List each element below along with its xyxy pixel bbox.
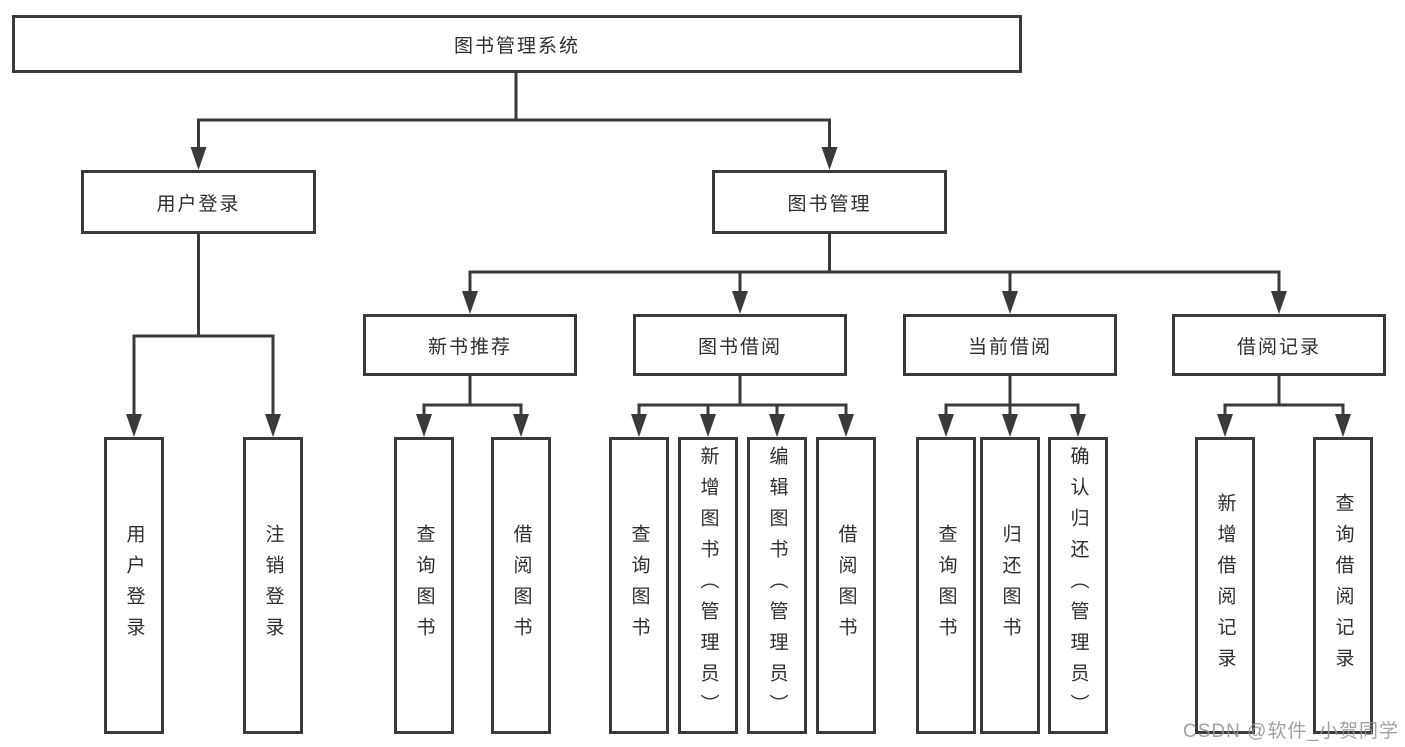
leaf-recommend-borrow-books: 借阅图书 — [491, 437, 551, 734]
leaf-query-borrow-record: 查询借阅记录 — [1313, 437, 1373, 734]
node-system-root: 图书管理系统 — [12, 15, 1022, 73]
node-new-book-recommend: 新书推荐 — [363, 314, 577, 376]
node-user-login: 用户登录 — [81, 170, 316, 234]
leaf-add-books-admin: 新增图书（管理员） — [678, 437, 738, 734]
leaf-confirm-return-admin: 确认归还（管理员） — [1048, 437, 1108, 734]
node-current-borrowing: 当前借阅 — [903, 314, 1117, 376]
leaf-user-login: 用户登录 — [104, 437, 164, 734]
leaf-logout: 注销登录 — [243, 437, 303, 734]
node-book-borrowing: 图书借阅 — [633, 314, 847, 376]
node-borrowing-records: 借阅记录 — [1172, 314, 1386, 376]
leaf-recommend-query-books: 查询图书 — [394, 437, 454, 734]
leaf-add-borrow-record: 新增借阅记录 — [1195, 437, 1255, 734]
node-book-management: 图书管理 — [712, 170, 947, 234]
csdn-watermark: CSDN @软件_小贺同学 — [1183, 721, 1399, 742]
arrowheads — [126, 147, 1351, 437]
leaf-borrowing-query-books: 查询图书 — [609, 437, 669, 734]
leaf-borrow-books: 借阅图书 — [816, 437, 876, 734]
leaf-edit-books-admin: 编辑图书（管理员） — [747, 437, 807, 734]
leaf-current-query-books: 查询图书 — [916, 437, 976, 734]
leaf-return-books: 归还图书 — [980, 437, 1040, 734]
